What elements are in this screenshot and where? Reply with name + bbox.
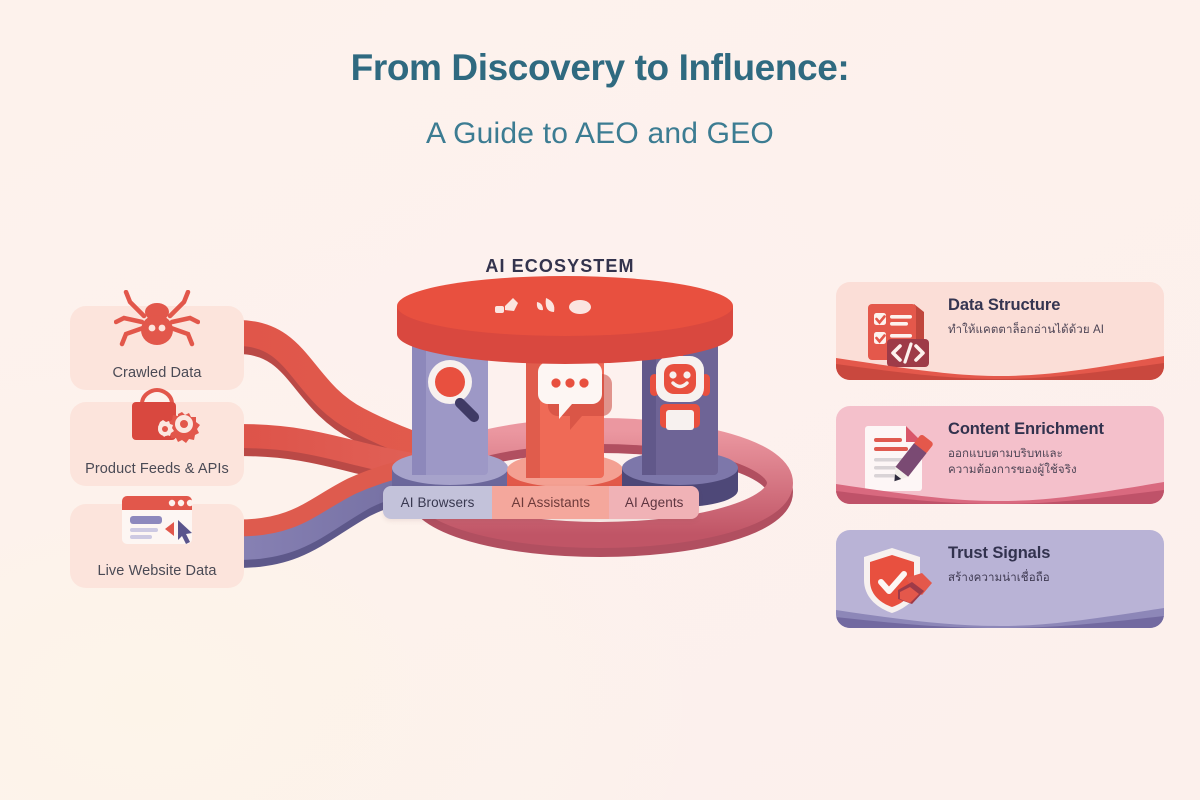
magnifier-icon [428, 360, 480, 423]
pillar-card-text: Content Enrichment ออกแบบตามบริบทและ ควา… [948, 420, 1154, 479]
pillar-card-data-structure[interactable]: Data Structure ทำให้แคตตาล็อกอ่านได้ด้วย… [836, 282, 1164, 380]
pillar-card-text: Data Structure ทำให้แคตตาล็อกอ่านได้ด้วย… [948, 296, 1154, 338]
source-card-live-website[interactable]: Live Website Data [70, 496, 244, 588]
source-card-product-feeds[interactable]: Product Feeds & APIs [70, 387, 244, 486]
pillar-card-text: Trust Signals สร้างความน่าเชื่อถือ [948, 544, 1154, 586]
ai-ecosystem-graphic [392, 276, 738, 509]
pillar-card-desc: สร้างความน่าเชื่อถือ [948, 570, 1154, 587]
chat-bubble-icon [538, 362, 612, 430]
pillar-card-desc-line: ออกแบบตามบริบทและ [948, 447, 1063, 460]
source-card-label: Product Feeds & APIs [85, 461, 229, 477]
pillar-card-desc: ทำให้แคตตาล็อกอ่านได้ด้วย AI [948, 322, 1154, 339]
source-card-label: Crawled Data [112, 365, 202, 381]
pillar-card-desc-line: สร้างความน่าเชื่อถือ [948, 571, 1050, 584]
page-subtitle: A Guide to AEO and GEO [426, 116, 774, 150]
document-pencil-icon [865, 426, 933, 491]
ecosystem-heading: AI ECOSYSTEM [485, 256, 635, 276]
pillar-card-title: Data Structure [948, 296, 1061, 314]
pillar-label-ai-assistants[interactable]: AI Assistants [492, 486, 610, 519]
page-title: From Discovery to Influence: [350, 47, 850, 88]
pillar-card-content-enrichment[interactable]: Content Enrichment ออกแบบตามบริบทและ ควา… [836, 406, 1164, 504]
title-block: From Discovery to Influence: A Guide to … [0, 47, 1200, 151]
pillar-label-ai-agents[interactable]: AI Agents [609, 486, 699, 519]
pillar-card-desc: ออกแบบตามบริบทและ ความต้องการของผู้ใช้จร… [948, 446, 1154, 479]
card-wave [836, 482, 1164, 504]
pillar-card-desc-line: ความต้องการของผู้ใช้จริง [948, 464, 1077, 477]
dome-glyphs [495, 298, 591, 314]
pillar-card-title: Content Enrichment [948, 420, 1104, 438]
pillar-card-trust-signals[interactable]: Trust Signals สร้างความน่าเชื่อถือ [836, 530, 1164, 628]
source-card-label: Live Website Data [97, 563, 217, 579]
pillar-label-bar: AI Browsers AI Assistants AI Agents [383, 486, 699, 519]
pillar-label-ai-browsers[interactable]: AI Browsers [383, 486, 493, 519]
shield-handshake-icon [864, 548, 932, 613]
checklist-code-icon [868, 304, 929, 367]
handshake-part [898, 573, 932, 604]
card-wave [836, 356, 1164, 380]
card-wave [836, 608, 1164, 628]
pillar-card-title: Trust Signals [948, 544, 1051, 562]
ecosystem-dome [397, 276, 733, 364]
pillar-browsers [412, 320, 488, 475]
source-card-crawled-data[interactable]: Crawled Data [70, 290, 244, 390]
pillar-card-desc-line: ทำให้แคตตาล็อกอ่านได้ด้วย AI [948, 323, 1105, 336]
